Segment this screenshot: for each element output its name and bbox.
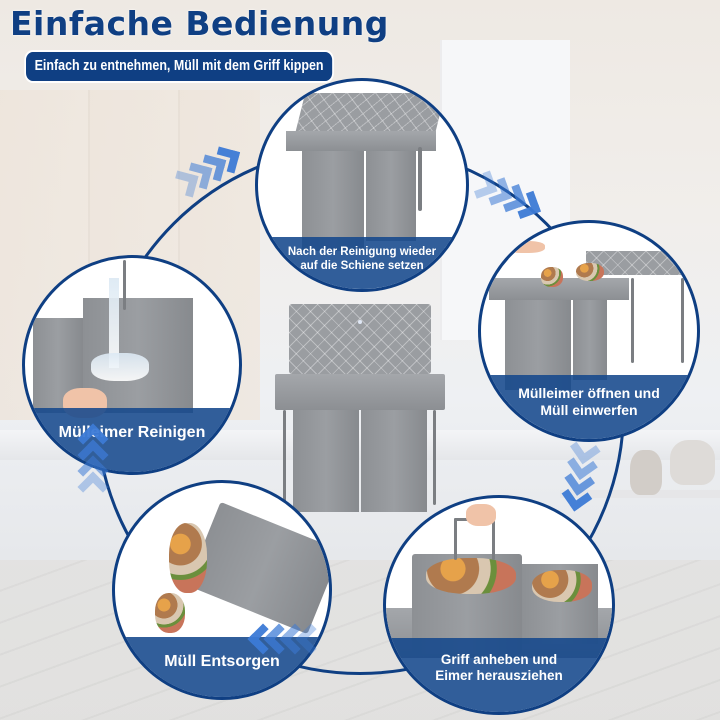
handle-rod (492, 518, 495, 560)
bin-right (366, 151, 416, 241)
vase-decoration (670, 440, 715, 485)
subtitle-badge: Einfach zu entnehmen, Müll mit dem Griff… (26, 52, 333, 81)
bin-left (302, 151, 364, 251)
lid-knob-icon (358, 320, 362, 324)
rail-rod (418, 147, 422, 211)
rail-rod (283, 410, 286, 505)
step-lift-out: Griff anheben und Eimer herausziehen (383, 495, 615, 715)
quilted-lid (586, 251, 697, 275)
caption-line: Eimer herausziehen (435, 668, 563, 683)
bin-frame (286, 131, 436, 151)
tip-bin-icon (115, 483, 329, 697)
tipped-bin (186, 501, 329, 635)
page-title: Einfache Bedienung (10, 4, 389, 43)
rail-rod (631, 278, 634, 363)
step-open-and-fill: Mülleimer öffnen und Müll einwerfen (478, 220, 700, 442)
quilted-lid (289, 304, 431, 374)
waste-food (541, 267, 563, 287)
open-bin-drop-waste-icon (481, 223, 697, 439)
handle-rod (123, 260, 126, 310)
step-dispose: Müll Entsorgen (112, 480, 332, 700)
bin-frame (489, 278, 629, 300)
caption-line: Mülleimer öffnen und (518, 385, 660, 402)
caption-line: Mülleimer Reinigen (58, 424, 206, 442)
waste-food (426, 558, 516, 594)
step-caption: Mülleimer öffnen und Müll einwerfen (481, 375, 697, 439)
step-caption: Griff anheben und Eimer herausziehen (386, 638, 612, 712)
rail-rod (433, 410, 436, 505)
handle-rod (454, 518, 457, 560)
product-image-center (275, 300, 445, 515)
bin-right (573, 300, 607, 380)
foam (91, 353, 149, 381)
waste-falling (169, 523, 207, 593)
step-caption: Nach der Reinigung wieder auf die Schien… (258, 237, 466, 289)
waste-falling (155, 593, 185, 633)
hand-icon (505, 241, 545, 253)
bin-left (293, 410, 359, 512)
waste-food (532, 570, 592, 602)
waste-food (576, 263, 604, 281)
wash-bin-icon (25, 258, 239, 472)
step-caption: Mülleimer Reinigen (25, 408, 239, 472)
bin-on-rail-icon (258, 81, 466, 289)
step-clean: Mülleimer Reinigen (22, 255, 242, 475)
caption-line: Müll einwerfen (540, 402, 638, 418)
bin-frame (275, 374, 445, 410)
step-caption: Müll Entsorgen (115, 637, 329, 697)
caption-line: Griff anheben und (440, 651, 558, 667)
caption-line: auf die Schiene setzen (300, 260, 424, 272)
caption-line: Müll Entsorgen (164, 653, 280, 671)
rail-rod (681, 278, 684, 363)
caption-line: Nach der Reinigung wieder (287, 246, 437, 259)
bin-right (361, 410, 427, 512)
step-reinsert: Nach der Reinigung wieder auf die Schien… (255, 78, 469, 292)
hand-icon (466, 504, 496, 526)
quilted-lid (294, 93, 446, 135)
water-stream (109, 278, 119, 368)
vase-decoration (630, 450, 662, 495)
